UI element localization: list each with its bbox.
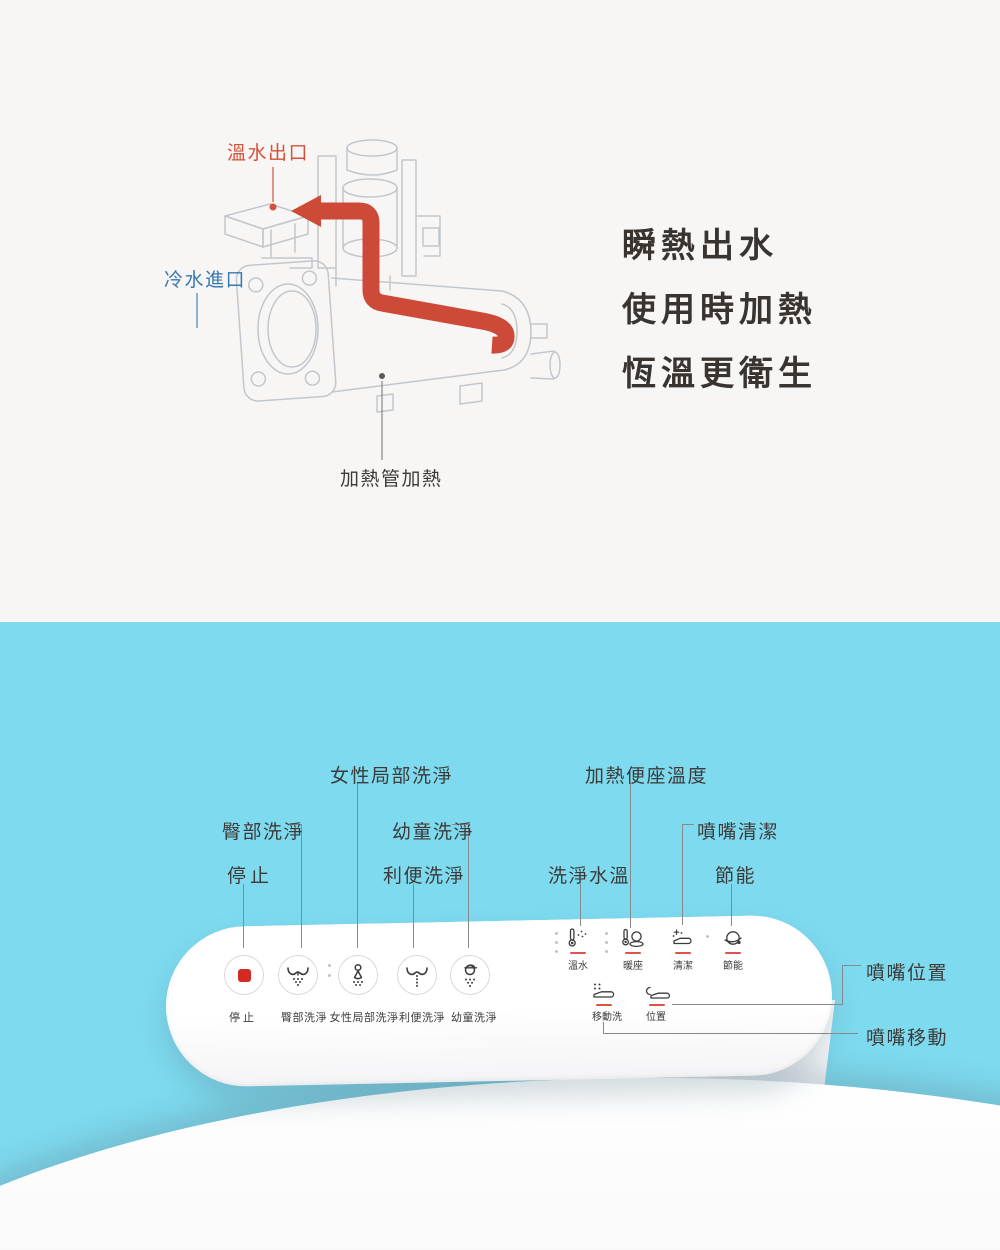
callout-seat-temperature: 加熱便座溫度	[585, 766, 709, 787]
seat-warm-icon	[622, 928, 644, 948]
nozzle-clean-icon	[672, 929, 692, 945]
callout-feminine-wash: 女性局部洗淨	[330, 766, 454, 787]
rear-wash-button-label: 臀部洗淨	[281, 1012, 327, 1024]
nozzle-clean-indicator	[670, 927, 696, 956]
enema-wash-icon	[406, 967, 428, 987]
eco-indicator-label: 節能	[723, 961, 743, 972]
water-temp-indicator	[565, 927, 591, 956]
rear-wash-button[interactable]	[278, 955, 318, 995]
headline-line-2: 使用時加熱	[622, 291, 817, 329]
position-underline	[649, 1004, 665, 1006]
cold-inlet-label: 冷水進口	[164, 269, 246, 291]
callout-rear-wash: 臀部洗淨	[222, 822, 305, 843]
stop-icon	[237, 968, 251, 982]
button-separator-dot	[328, 974, 331, 977]
move-wash-indicator	[589, 982, 619, 1007]
callout-stop: 停止	[227, 866, 274, 887]
leader-position-h1	[672, 1004, 843, 1005]
heater-diagram: 溫水出口 冷水進口 加熱管加熱	[164, 139, 561, 490]
leader-move-v	[603, 1022, 604, 1033]
indicator-separator-dot	[555, 932, 558, 935]
feminine-wash-icon	[353, 963, 363, 986]
heater-leader-dot	[379, 373, 385, 379]
stop-button-label: 停止	[229, 1012, 257, 1024]
position-indicator-label: 位置	[646, 1012, 666, 1023]
seat-warm-indicator	[620, 927, 646, 956]
leader-seat-temp	[630, 783, 631, 928]
callout-child-wash: 幼童洗淨	[392, 822, 475, 843]
water-temp-indicator-label: 溫水	[568, 961, 588, 972]
child-wash-button[interactable]	[450, 955, 490, 995]
feminine-wash-button[interactable]	[338, 955, 378, 995]
eco-indicator	[720, 927, 746, 956]
leader-position-v	[842, 965, 843, 1005]
leader-rear-h	[289, 824, 302, 825]
hot-outlet-label: 溫水出口	[227, 142, 309, 164]
button-separator-dot	[328, 964, 331, 967]
indicator-separator-dot	[555, 941, 558, 944]
callout-water-temperature: 洗淨水溫	[548, 866, 631, 887]
headline-line-1: 瞬熱出水	[622, 227, 778, 265]
leader-stop	[243, 884, 244, 948]
enema-wash-button[interactable]	[397, 955, 437, 995]
move-wash-indicator-label: 移動洗	[592, 1012, 622, 1023]
leader-position-h2	[842, 965, 861, 966]
water-temp-underline	[570, 952, 586, 954]
callout-eco: 節能	[715, 866, 757, 887]
leader-water-temp	[580, 884, 581, 926]
position-icon	[645, 986, 671, 999]
leader-move-h	[603, 1033, 858, 1034]
indicator-separator-dot	[706, 935, 709, 938]
leader-enema	[413, 884, 414, 948]
callout-nozzle-move: 噴嘴移動	[866, 1028, 949, 1049]
position-indicator	[642, 985, 672, 1006]
leader-child-v	[468, 824, 469, 948]
move-wash-underline	[596, 1004, 612, 1006]
water-temp-icon	[568, 928, 587, 947]
stop-button[interactable]	[224, 955, 264, 995]
hot-outlet-arrow-icon	[291, 195, 321, 227]
move-wash-icon	[593, 983, 615, 998]
seat-warm-underline	[625, 952, 641, 954]
child-wash-button-label: 幼童洗淨	[451, 1012, 497, 1024]
enema-wash-button-label: 利便洗淨	[399, 1012, 445, 1024]
indicator-separator-dot	[605, 941, 608, 944]
eco-icon	[724, 931, 742, 945]
leader-eco	[731, 884, 732, 926]
callout-nozzle-clean: 噴嘴清潔	[697, 822, 780, 843]
nozzle-clean-underline	[675, 952, 691, 954]
indicator-separator-dot	[555, 950, 558, 953]
eco-underline	[725, 952, 741, 954]
top-section-background	[0, 0, 1000, 622]
leader-child-h	[452, 824, 469, 825]
hot-outlet-leader-dot	[269, 203, 277, 211]
hot-water-pipe	[320, 202, 515, 354]
indicator-separator-dot	[605, 932, 608, 935]
nozzle-clean-indicator-label: 清潔	[673, 961, 693, 972]
heater-tube-label: 加熱管加熱	[340, 468, 443, 490]
rear-wash-icon	[287, 967, 309, 986]
callout-nozzle-position: 噴嘴位置	[866, 963, 949, 984]
callout-enema-wash: 利便洗淨	[383, 866, 466, 887]
heater-line-art	[224, 139, 561, 413]
leader-rear-v	[301, 824, 302, 948]
indicator-separator-dot	[605, 950, 608, 953]
headline: 瞬熱出水 使用時加熱 恆溫更衛生	[622, 214, 817, 406]
child-wash-icon	[464, 964, 478, 987]
headline-line-3: 恆溫更衛生	[622, 355, 817, 393]
leader-nozzle-clean-h	[682, 824, 694, 825]
leader-nozzle-clean-v	[682, 824, 683, 925]
feminine-wash-button-label: 女性局部洗淨	[329, 1012, 399, 1024]
leader-feminine	[357, 783, 358, 948]
seat-warm-indicator-label: 暖座	[623, 961, 643, 972]
